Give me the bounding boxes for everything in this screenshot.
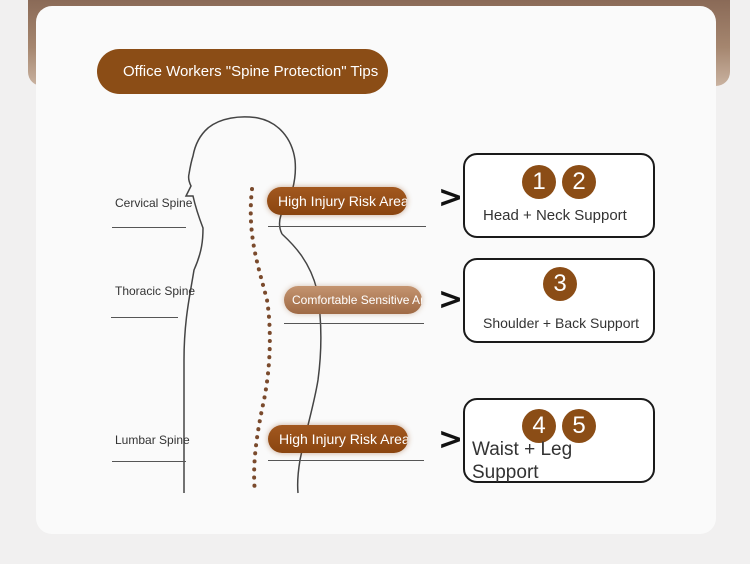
body-outline-back xyxy=(281,233,322,494)
lumbar-underline xyxy=(112,461,186,462)
spine-dots xyxy=(248,187,272,494)
support-text-line-2: Support xyxy=(472,462,539,483)
support-text: Head + Neck Support xyxy=(483,207,627,224)
page-title: Office Workers "Spine Protection" Tips xyxy=(97,49,388,94)
head-neck-support-card: 1 2 Head + Neck Support xyxy=(463,153,655,238)
lumbar-risk-badge: High Injury Risk Area xyxy=(268,425,408,453)
step-number-badge: 4 xyxy=(522,409,556,443)
chevron-right-icon: > xyxy=(438,180,464,215)
body-outline-front xyxy=(183,116,297,493)
cervical-spine-label: Cervical Spine xyxy=(115,196,193,210)
cervical-risk-badge: High Injury Risk Area xyxy=(267,187,407,215)
cervical-risk-underline xyxy=(268,226,426,227)
chevron-right-icon: > xyxy=(438,282,464,317)
chevron-right-icon: > xyxy=(438,422,464,457)
step-number-badge: 3 xyxy=(543,267,577,301)
thoracic-underline xyxy=(111,317,178,318)
support-text: Shoulder + Back Support xyxy=(483,315,640,331)
step-number-badge: 2 xyxy=(562,165,596,199)
cervical-underline xyxy=(112,227,186,228)
step-number-badge: 1 xyxy=(522,165,556,199)
support-text-line-1: Waist + Leg xyxy=(472,439,573,460)
lumbar-risk-underline xyxy=(268,460,424,461)
shoulder-back-support-card: 3 Shoulder + Back Support xyxy=(463,258,655,343)
waist-leg-support-card: 4 5 Waist + Leg Support xyxy=(463,398,655,483)
step-number-badge: 5 xyxy=(562,409,596,443)
lumbar-spine-label: Lumbar Spine xyxy=(115,433,190,447)
thoracic-spine-label: Thoracic Spine xyxy=(115,284,196,298)
thoracic-risk-badge: Comfortable Sensitive Area xyxy=(284,286,422,314)
thoracic-risk-underline xyxy=(284,323,424,324)
